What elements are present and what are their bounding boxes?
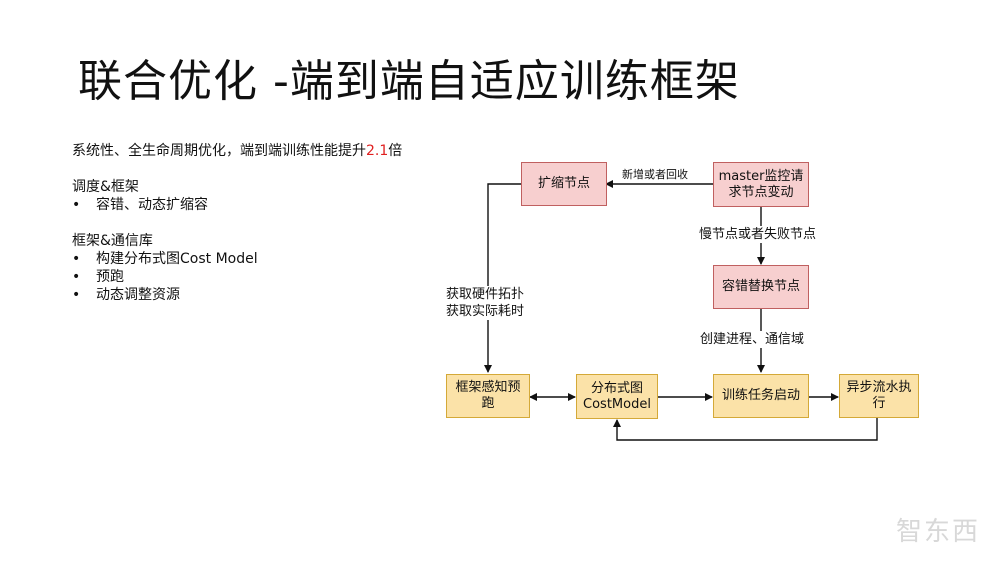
edge-label-add-or-reclaim: 新增或者回收 [622, 166, 688, 183]
page-title: 联合优化 -端到端自适应训练框架 [78, 56, 740, 107]
edge-expand-to-prerun [484, 183, 521, 373]
intro-accent-number: 2.1 [366, 143, 389, 159]
node-training-launch: 训练任务启动 [713, 374, 809, 418]
edge-label-create-process: 创建进程、通信域 [700, 331, 805, 348]
bullet-marker: • [72, 197, 81, 213]
intro-suffix: 倍 [388, 143, 403, 159]
edge-pipeline-to-costmodel [613, 418, 878, 441]
list-item-text: 动态调整资源 [96, 287, 180, 303]
list-item: • 容错、动态扩缩容 [72, 196, 452, 214]
intro-line: 系统性、全生命周期优化，端到端训练性能提升2.1倍 [72, 142, 452, 160]
node-expand-nodes: 扩缩节点 [521, 162, 607, 206]
bullet-marker: • [72, 269, 81, 285]
bullet-text-block: 系统性、全生命周期优化，端到端训练性能提升2.1倍 调度&框架 • 容错、动态扩缩… [72, 142, 452, 304]
list-item-text: 预跑 [96, 269, 124, 285]
node-master-monitor: master监控请求节点变动 [713, 162, 809, 207]
edge-label-slow-or-failed: 慢节点或者失败节点 [699, 226, 817, 243]
list-item: • 构建分布式图Cost Model [72, 250, 452, 268]
intro-prefix: 系统性、全生命周期优化，端到端训练性能提升 [72, 143, 366, 159]
bullet-marker: • [72, 287, 81, 303]
list-item: • 动态调整资源 [72, 286, 452, 304]
watermark-logo: 智东西 [895, 517, 980, 547]
node-fault-replace: 容错替换节点 [713, 265, 809, 309]
list-item: • 预跑 [72, 268, 452, 286]
node-cost-model: 分布式图 CostModel [576, 374, 658, 419]
edge-label-get-latency: 获取实际耗时 [446, 303, 525, 320]
node-framework-prerun: 框架感知预跑 [446, 374, 530, 418]
list-item-text: 容错、动态扩缩容 [96, 197, 208, 213]
bullet-marker: • [72, 251, 81, 267]
section1-heading: 调度&框架 [72, 179, 139, 195]
edge-label-get-topology: 获取硬件拓扑 [446, 286, 525, 303]
list-item-text: 构建分布式图Cost Model [96, 251, 258, 267]
node-async-pipeline: 异步流水执行 [839, 374, 919, 418]
section2-heading: 框架&通信库 [72, 233, 153, 249]
